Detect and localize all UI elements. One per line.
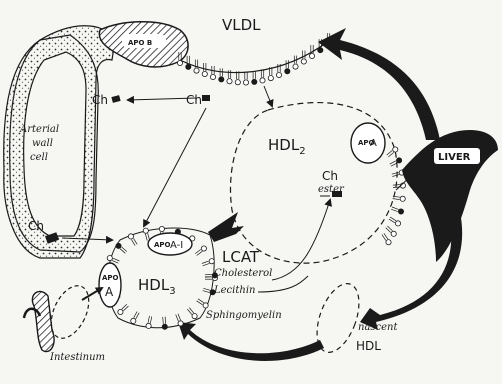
intestinum-to-hdl3-arrow: [82, 288, 102, 300]
hdl3-to-hdl2-arrow: [208, 212, 244, 242]
cell-label: cell: [30, 152, 48, 163]
phospholipid: [162, 317, 167, 330]
hdl2-label: HDL2: [268, 136, 306, 157]
phospholipid: [128, 234, 137, 246]
ch-top-mid-label: Ch: [186, 93, 202, 107]
phospholipid: [146, 316, 152, 329]
phospholipid: [393, 196, 406, 201]
lecithin-label: Lecithin: [213, 285, 255, 296]
phospholipid: [131, 312, 140, 324]
apo-b-label: APO B: [128, 39, 152, 47]
phospholipid: [210, 66, 215, 80]
ch-top-left-label: Ch: [92, 93, 108, 107]
phospholipid: [391, 207, 403, 214]
hdl2-particle: HDL2 APO A Ch ester: [231, 103, 406, 264]
phospholipid: [386, 226, 397, 236]
hdl3-label: HDL3: [138, 276, 176, 297]
phospholipid: [389, 217, 401, 226]
arterial-label: Arterial: [19, 124, 59, 135]
apo-ai: APO A-I: [148, 233, 192, 255]
phospholipid: [118, 304, 129, 314]
ch-ester-label-1: Ch: [322, 169, 338, 183]
apo-a-hdl2-label-2: A: [370, 138, 377, 149]
apo-a-left: APO A: [99, 263, 121, 307]
phospholipid: [252, 71, 257, 85]
intestinum: Intestinum: [24, 280, 105, 363]
apo-a-hdl2: APO A: [351, 123, 385, 163]
wall-label: wall: [32, 138, 53, 149]
apo-ai-label-2: A-I: [170, 240, 183, 251]
nascent-label: nascent: [358, 322, 398, 333]
arterial-wall-cell: [4, 26, 115, 258]
phospholipid: [260, 69, 265, 83]
lcat-label: LCAT: [222, 248, 260, 266]
phospholipid: [235, 71, 240, 85]
vldl-to-hdl2-arrow: [264, 86, 272, 106]
apo-a-left-label-2: A: [105, 285, 114, 299]
phospholipid: [187, 308, 197, 319]
cholesterol-to-ester-arrow: [272, 200, 330, 280]
sphingomyelin-label: Sphingomyelin: [206, 310, 282, 321]
nascent-to-hdl3-arrow: [178, 322, 324, 361]
phospholipid: [293, 56, 298, 70]
phospholipid: [176, 314, 184, 326]
liver-to-vldl-arrow: [318, 28, 440, 140]
phospholipid: [116, 243, 127, 253]
phospholipid: [202, 259, 214, 266]
phospholipid: [195, 246, 206, 256]
vldl-to-hdl3-arrow: [144, 108, 206, 226]
phospholipid: [219, 68, 224, 82]
ch-bottom-left-label: Ch: [28, 219, 44, 233]
liver: LIVER: [402, 130, 498, 262]
apo-ai-label-1: APO: [154, 241, 171, 249]
liver-label: LIVER: [438, 152, 471, 163]
phospholipid: [107, 256, 119, 264]
hdl3-particle: APO A-I APO A HDL3: [99, 226, 218, 329]
apo-a-left-label-1: APO: [102, 274, 119, 282]
intestinum-label: Intestinum: [49, 352, 105, 363]
phospholipid: [143, 228, 149, 241]
phospholipid: [243, 72, 248, 86]
nascent-hdl-label: HDL: [356, 339, 381, 353]
phospholipid: [197, 299, 209, 308]
vldl-membrane: [177, 33, 331, 85]
phospholipid: [390, 158, 402, 166]
cholesterol-label: Cholesterol: [214, 268, 272, 279]
vldl-label: VLDL: [222, 16, 261, 34]
phospholipid: [382, 233, 391, 244]
apo-b-particle: APO B: [99, 22, 188, 67]
